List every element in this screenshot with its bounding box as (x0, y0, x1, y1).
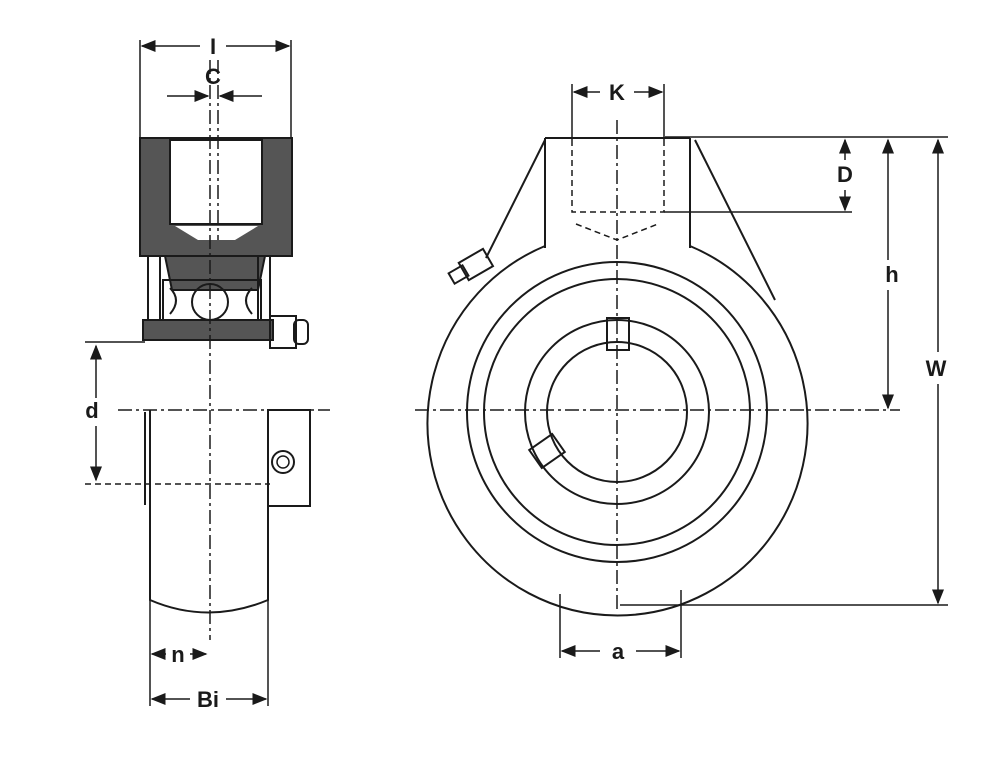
dim-label-D: D (837, 162, 853, 187)
outer-ring (466, 261, 768, 563)
side-section-view: I C d (85, 34, 330, 712)
dim-label-W: W (926, 356, 947, 381)
front-view: K D h W a (415, 80, 948, 664)
dim-label-K: K (609, 80, 625, 105)
dim-label-h: h (885, 262, 898, 287)
collar-screw (271, 450, 295, 474)
threaded-bore (169, 139, 263, 225)
collar (267, 409, 311, 507)
set-screw-nut (269, 315, 297, 349)
set-screw-top (606, 317, 630, 351)
dim-label-n: n (171, 642, 184, 667)
grease-fitting-icon (447, 247, 495, 286)
inner-ring-section (142, 319, 274, 341)
dim-label-d: d (85, 398, 98, 423)
dim-label-a: a (612, 639, 625, 664)
set-screw-side (527, 432, 567, 470)
dim-label-Bi: Bi (197, 687, 219, 712)
dim-label-C: C (205, 64, 221, 89)
dim-label-I: I (210, 34, 216, 59)
